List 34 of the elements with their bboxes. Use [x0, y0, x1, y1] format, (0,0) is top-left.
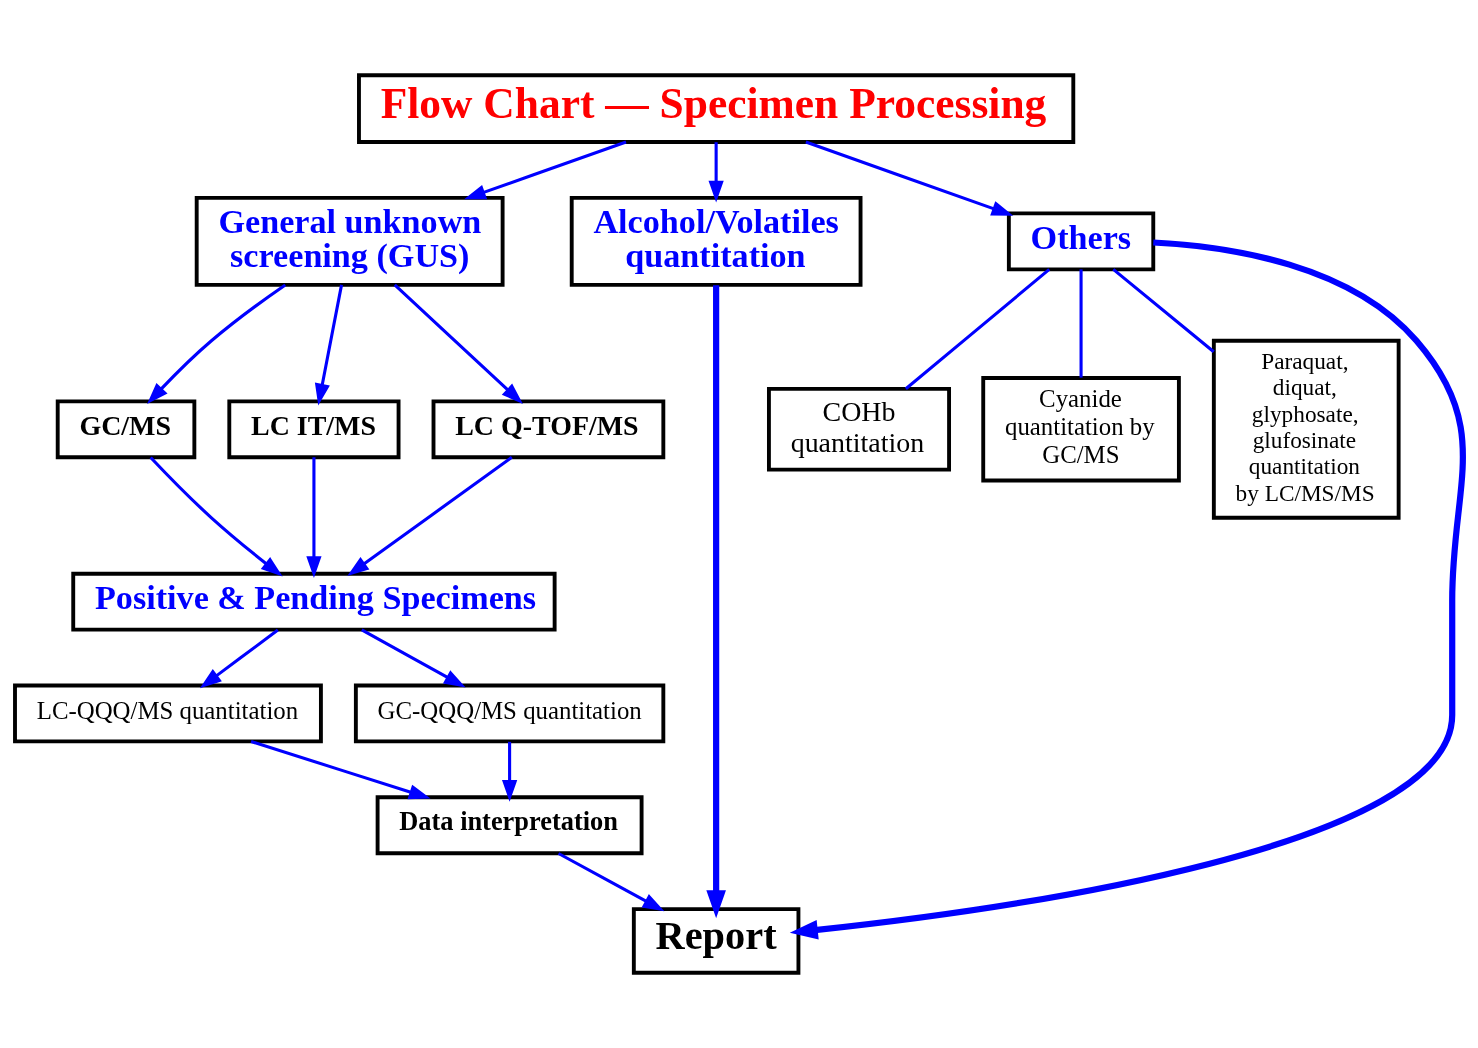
node-box: COHb quantitation [767, 386, 951, 472]
node-box: GC-QQQ/MS quantitation [353, 683, 666, 744]
arrow [306, 457, 322, 578]
node-box: GC/MS [55, 399, 197, 460]
arrow [464, 140, 627, 200]
arrow [706, 285, 726, 919]
arrow [149, 456, 283, 577]
node-box: Others [1006, 211, 1156, 272]
node-box: LC Q-TOF/MS [431, 399, 666, 460]
node-box: Positive & Pending Specimens [71, 571, 557, 632]
arrow [708, 142, 724, 203]
arrow [147, 283, 287, 405]
arrow [199, 628, 279, 689]
arrow [250, 739, 431, 800]
arrow [393, 283, 523, 405]
node-box: Alcohol/Volatiles quantitation [569, 195, 863, 287]
connector [904, 268, 1051, 390]
arrow [789, 239, 1466, 940]
arrow [805, 140, 1014, 216]
connector [1079, 269, 1083, 378]
node-box: General unknown screening (GUS) [194, 195, 505, 287]
arrow [347, 456, 513, 577]
node-box: Paraquat, diquat, glyphosate, glufosinate quantitation by LC/MS/MS [1211, 338, 1401, 520]
node-box: Flow Chart — Specimen Processing [357, 73, 1076, 144]
arrow [501, 741, 518, 802]
node-box: LC-QQQ/MS quantitation [13, 683, 323, 744]
connector [1112, 268, 1215, 353]
node-box: LC IT/MS [227, 399, 401, 460]
node-box: Cyanide quantitation by GC/MS [981, 376, 1181, 483]
arrow [361, 628, 466, 688]
arrow [557, 852, 665, 912]
node-box: Report [631, 907, 801, 975]
node-box: Data interpretation [375, 795, 644, 856]
arrow [314, 284, 344, 406]
